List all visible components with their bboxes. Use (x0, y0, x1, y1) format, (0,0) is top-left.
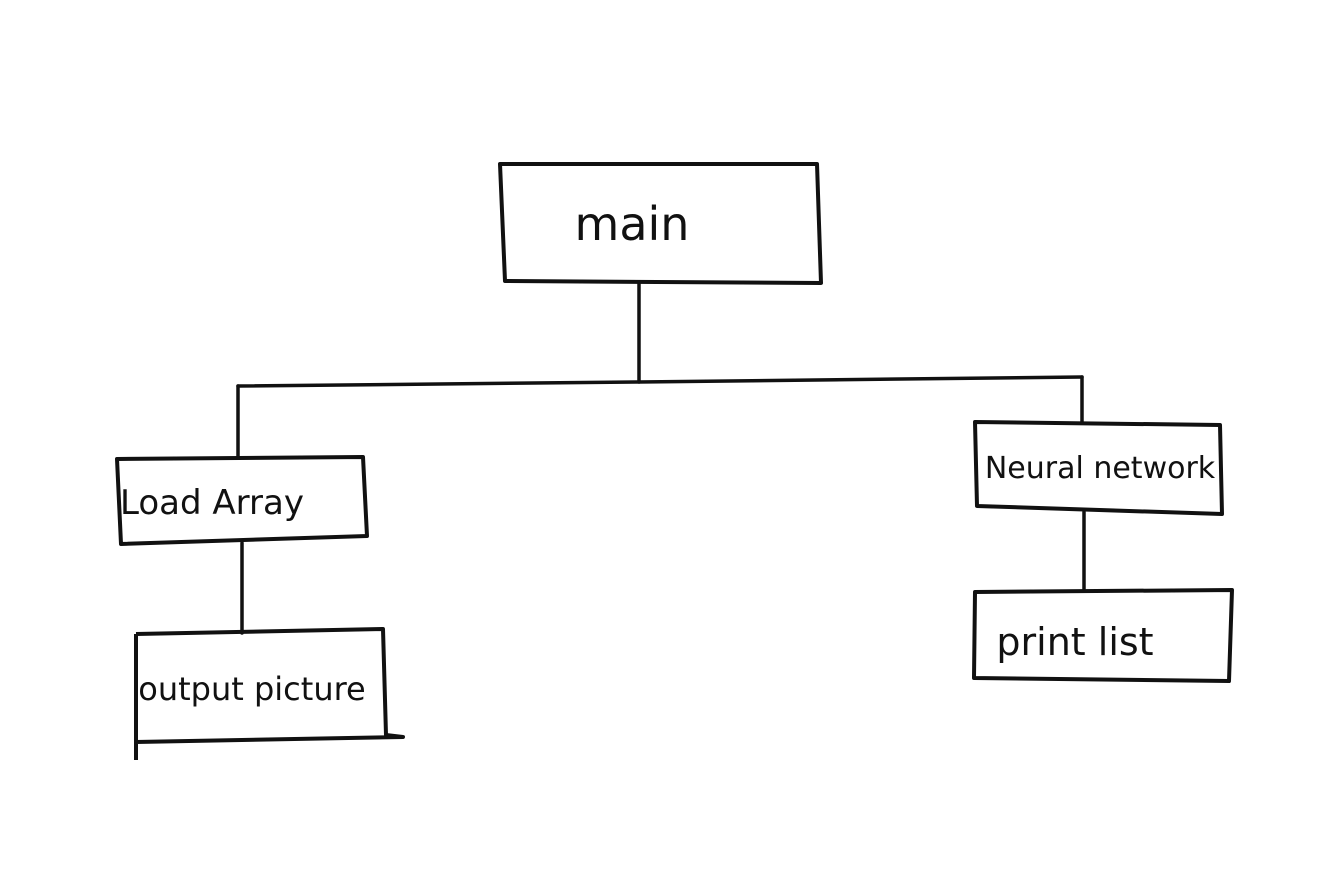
node-main-label: main (575, 197, 690, 251)
node-print-list-label: print list (996, 620, 1153, 664)
node-neural-network-label: Neural network (985, 451, 1216, 486)
node-neural-network: Neural network (973, 420, 1224, 516)
node-output-picture-label: output picture (138, 670, 365, 708)
node-output-picture-box (134, 627, 405, 760)
node-print-list-box (972, 588, 1234, 683)
connectors (236, 280, 1086, 635)
node-output-picture: output picture (134, 627, 405, 760)
node-neural-network-box (973, 420, 1224, 516)
edge-branch-bar (236, 375, 1084, 388)
node-load-array-box (115, 455, 369, 546)
node-load-array: Load Array (115, 455, 369, 546)
node-print-list: print list (972, 588, 1234, 683)
node-main: main (498, 162, 823, 285)
node-main-box (498, 162, 823, 285)
node-load-array-label: Load Array (120, 483, 304, 523)
